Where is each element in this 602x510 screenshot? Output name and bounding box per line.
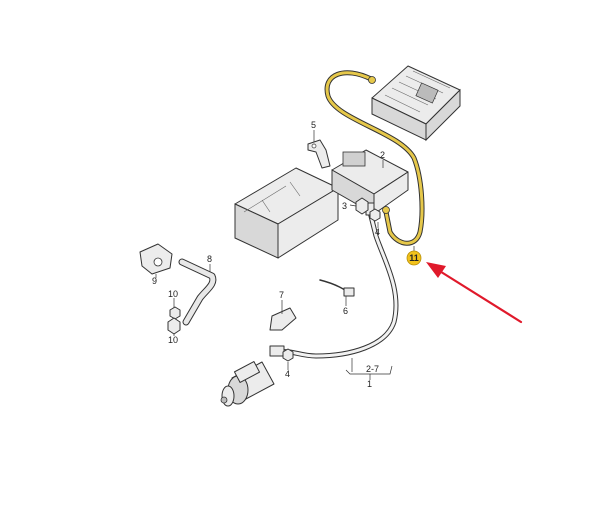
callout-3: 3 <box>342 201 347 211</box>
ground-strap <box>178 258 217 326</box>
mounting-bracket <box>139 243 173 275</box>
bolt-10-upper <box>169 306 181 320</box>
callout-4-lower: 4 <box>285 369 290 379</box>
nut-10-lower <box>167 317 181 335</box>
callout-5: 5 <box>311 120 316 130</box>
callout-6: 6 <box>343 306 348 316</box>
terminal-bracket <box>307 139 331 169</box>
nut-3 <box>355 197 369 215</box>
callout-10-lower: 10 <box>168 335 178 345</box>
cable-tie <box>319 279 355 297</box>
callout-4-upper: 4 <box>375 227 380 237</box>
battery <box>234 167 339 259</box>
callout-2: 2 <box>380 150 385 160</box>
battery-cable-highlighted[interactable] <box>324 70 425 246</box>
nut-4-lower <box>282 348 294 362</box>
callout-10-upper: 10 <box>168 289 178 299</box>
starter-motor <box>220 361 275 407</box>
callout-2-7: 2-7 <box>366 364 379 374</box>
fuse-holder <box>331 149 409 215</box>
callout-11-badge[interactable]: 11 <box>406 250 422 266</box>
leader-lines <box>155 130 415 380</box>
callout-7: 7 <box>279 290 284 300</box>
callout-labels: 5 2 3 4 6 7 8 9 10 10 4 2-7 1 <box>152 120 385 389</box>
nut-4-upper <box>369 208 381 222</box>
control-module <box>371 65 461 142</box>
callout-1: 1 <box>367 379 372 389</box>
callout-9: 9 <box>152 276 157 286</box>
callout-11: 11 <box>409 253 419 263</box>
cable-clip <box>269 300 297 331</box>
red-arrow <box>426 262 523 324</box>
callout-8: 8 <box>207 254 212 264</box>
